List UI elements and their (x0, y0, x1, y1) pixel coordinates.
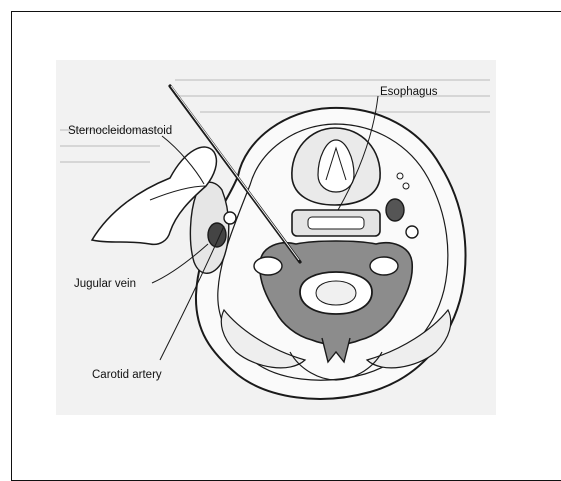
neck-cross-section-diagram: Esophagus Sternocleidomastoid Jugular ve… (0, 0, 561, 459)
node-b (403, 183, 409, 189)
carotid-artery-vessel (224, 212, 236, 224)
transverse-process-left (254, 257, 282, 275)
right-jugular-vessel (386, 199, 404, 221)
label-sternocleidomastoid: Sternocleidomastoid (68, 125, 172, 137)
label-esophagus: Esophagus (380, 86, 438, 98)
label-carotid-artery: Carotid artery (92, 369, 162, 381)
esophagus-lumen (308, 217, 364, 229)
transverse-process-right (370, 257, 398, 275)
node-a (397, 173, 403, 179)
spinal-cord (316, 281, 356, 305)
right-carotid-vessel (406, 226, 418, 238)
label-jugular-vein: Jugular vein (74, 278, 136, 290)
